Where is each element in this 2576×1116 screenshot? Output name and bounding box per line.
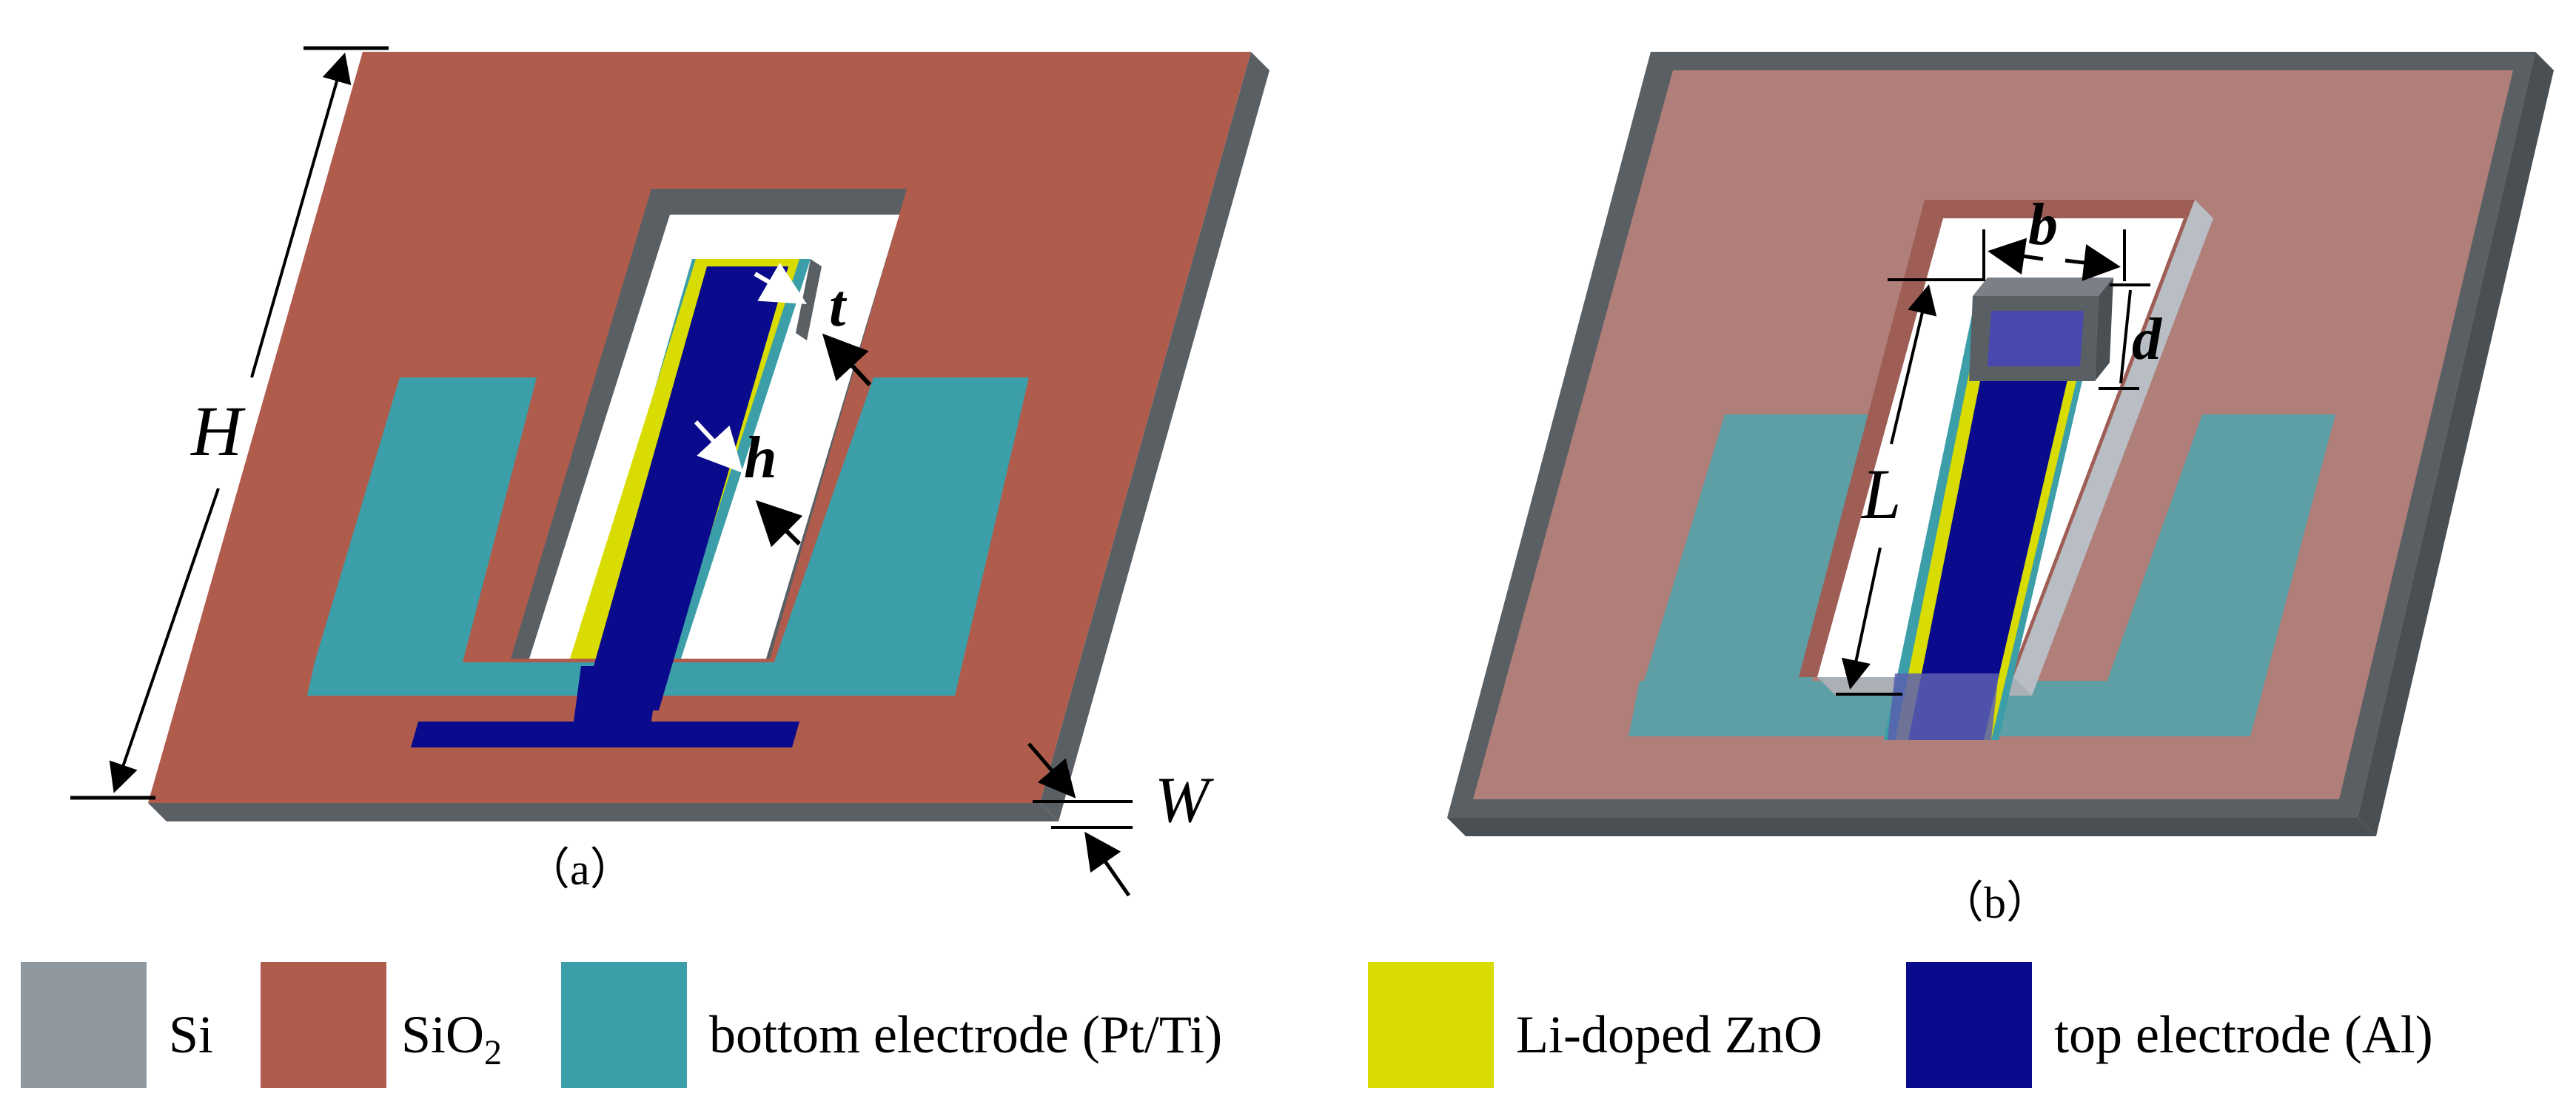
panel-b-b-label: b — [2028, 192, 2058, 258]
legend-swatch-si — [21, 962, 147, 1088]
legend-label-bottom-electrode: bottom electrode (Pt/Ti) — [709, 1005, 1222, 1064]
panel-a-top-electrode-pad — [411, 722, 799, 747]
panel-b-mass-top — [1973, 278, 2113, 296]
panel-b-mass-window — [1988, 311, 2084, 366]
panel-b-mass-side — [2095, 278, 2113, 381]
panel-b-l-dimension-line-lower — [1841, 547, 1882, 690]
panel-b-d-dimension-line — [2119, 289, 2132, 384]
panel-a-si-side-bottom — [148, 803, 1059, 821]
panel-a-t-arrow-black — [822, 333, 872, 387]
panel-a-bottom-electrode-left — [315, 377, 537, 662]
panel-a-t-label: t — [829, 274, 848, 339]
panel-a-cantilever-thickness — [796, 259, 822, 340]
panel-b-bottom-electrode-left — [1640, 414, 1910, 696]
panel-a-w-arrow-top — [1027, 742, 1076, 799]
legend-swatch-bottom-electrode — [561, 962, 687, 1088]
legend: Si SiO2 bottom electrode (Pt/Ti) Li-dope… — [21, 962, 2433, 1088]
panel-a-h-dimension-line-upper — [250, 53, 352, 378]
legend-label-sio2-base: SiO — [401, 1005, 484, 1064]
panel-a-caption: （a） — [526, 845, 634, 894]
legend-swatch-sio2 — [261, 962, 386, 1088]
panel-b-cantilever-top-electrode — [1908, 326, 2080, 740]
panel-b-si-side-right — [2358, 52, 2554, 836]
panel-a-t-arrow-white — [754, 262, 808, 305]
panel-b-caption: （b） — [1939, 878, 2050, 927]
legend-label-sio2-subscript: 2 — [484, 1033, 502, 1072]
panel-a-bottom-electrode-right — [762, 377, 1029, 696]
panel-b-b-arrow-left — [1988, 238, 2044, 275]
panel-a-h-label: H — [189, 391, 246, 471]
panel-a-w-label: W — [1155, 764, 1214, 836]
panel-b-cantilever-exposed-end — [1888, 673, 1999, 740]
panel-b-l-dimension-line-upper — [1890, 284, 1937, 445]
legend-label-si: Si — [169, 1005, 213, 1064]
panel-b-d-label: d — [2132, 307, 2162, 372]
legend-swatch-li-doped-zno — [1368, 962, 1494, 1088]
panel-a-w-arrow-bottom — [1084, 831, 1131, 897]
panel-b-cavity-wall-right — [2013, 200, 2213, 696]
legend-label-top-electrode: top electrode (Al) — [2054, 1005, 2433, 1064]
panel-b-si-side-bottom — [1447, 818, 2376, 836]
panel-a-h-small-label: h — [744, 426, 777, 491]
legend-swatch-top-electrode — [1906, 962, 2032, 1088]
panel-a: H W t h （a） — [70, 46, 1269, 897]
legend-label-li-doped-zno: Li-doped ZnO — [1516, 1005, 1822, 1064]
panel-a-h-arrow-white — [694, 420, 744, 474]
legend-label-sio2: SiO2 — [401, 1005, 502, 1072]
panel-b-b-arrow-right — [2065, 244, 2121, 281]
panel-a-h-dimension-line-lower — [109, 488, 220, 793]
panel-b-bottom-electrode-right — [2087, 414, 2335, 736]
panel-b: b d L （b） — [1447, 52, 2554, 927]
panel-a-top-electrode-neck — [574, 666, 659, 722]
panel-b-l-label: L — [1860, 454, 1901, 534]
panel-a-h-arrow-black — [755, 500, 803, 548]
panel-a-si-side-right — [1040, 52, 1269, 821]
panel-a-cantilever-top-electrode — [581, 266, 788, 710]
